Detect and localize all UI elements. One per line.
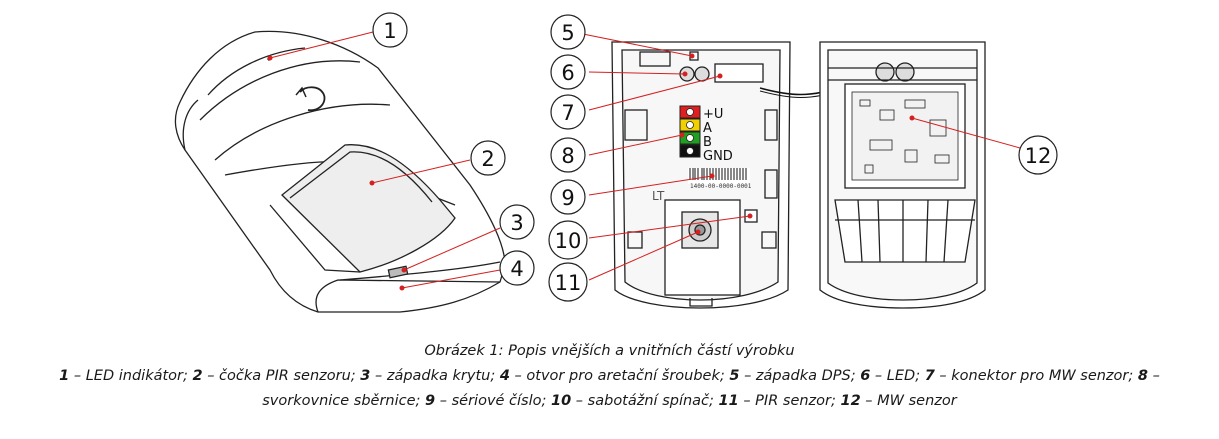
caption-item-text: – otvor pro aretační šroubek; xyxy=(509,368,730,384)
terminal-label-b: B xyxy=(703,135,712,150)
terminal-block xyxy=(679,105,701,158)
caption-item: 9 – sériové číslo; xyxy=(425,393,551,409)
caption-item-text: – konektor pro MW senzor; xyxy=(934,368,1138,384)
product-diagram: +U A B GND LT 1400-00-0000-0001 xyxy=(174,12,1058,313)
callout-8: 8 xyxy=(550,137,586,173)
caption-item-number: 5 xyxy=(729,368,740,384)
figure-caption: Obrázek 1: Popis vnějších a vnitřních čá… xyxy=(0,340,1219,414)
callout-6: 6 xyxy=(550,54,586,90)
caption-item-number: 2 xyxy=(192,368,203,384)
caption-description: 1 – LED indikátor; 2 – čočka PIR senzoru… xyxy=(30,364,1189,414)
caption-item-text: – západka DPS; xyxy=(739,368,861,384)
caption-item: 6 – LED; xyxy=(860,368,924,384)
svg-text:1: 1 xyxy=(383,19,396,43)
callout-12: 12 xyxy=(1018,135,1058,175)
caption-item-number: 1 xyxy=(59,368,70,384)
caption-item-number: 9 xyxy=(425,393,436,409)
svg-text:6: 6 xyxy=(561,61,574,85)
caption-item: 1 – LED indikátor; xyxy=(59,368,192,384)
caption-item-text: – sériové číslo; xyxy=(435,393,552,409)
callout-11: 11 xyxy=(548,262,588,302)
callout-5: 5 xyxy=(550,14,586,50)
callout-4: 4 xyxy=(499,250,535,286)
caption-item-text: – čočka PIR senzoru; xyxy=(202,368,361,384)
caption-item-number: 12 xyxy=(840,393,861,409)
detector-exterior-view xyxy=(174,30,506,313)
svg-text:10: 10 xyxy=(555,229,582,253)
callout-10: 10 xyxy=(548,220,588,260)
svg-text:7: 7 xyxy=(561,101,574,125)
svg-text:12: 12 xyxy=(1025,144,1052,168)
callouts: 1 2 3 4 5 6 7 8 9 10 11 12 xyxy=(372,12,1058,302)
caption-item-text: – západka krytu; xyxy=(370,368,500,384)
board-marking-lt: LT xyxy=(652,189,665,203)
caption-item-text: – svorkovnice sběrnice; xyxy=(262,368,1160,409)
caption-item-text: – LED indikátor; xyxy=(69,368,193,384)
caption-item-number: 11 xyxy=(718,393,739,409)
caption-item-number: 8 xyxy=(1137,368,1148,384)
callout-2: 2 xyxy=(470,140,506,176)
terminal-label-a: A xyxy=(703,121,712,136)
caption-item-text: – MW senzor xyxy=(860,393,957,409)
svg-text:2: 2 xyxy=(481,147,494,171)
caption-item-number: 10 xyxy=(551,393,572,409)
svg-text:9: 9 xyxy=(561,186,574,210)
caption-item: 4 – otvor pro aretační šroubek; xyxy=(500,368,730,384)
caption-item: 10 – sabotážní spínač; xyxy=(551,393,719,409)
cover-interior-view xyxy=(819,41,986,309)
leader-lines xyxy=(267,31,1021,291)
callout-1: 1 xyxy=(372,12,408,48)
caption-item-text: – sabotážní spínač; xyxy=(571,393,719,409)
caption-item: 7 – konektor pro MW senzor; xyxy=(925,368,1138,384)
svg-text:8: 8 xyxy=(561,144,574,168)
caption-item-number: 4 xyxy=(499,368,510,384)
terminal-label-plus-u: +U xyxy=(703,107,723,122)
caption-title: Obrázek 1: Popis vnějších a vnitřních čá… xyxy=(424,343,795,359)
caption-item-number: 3 xyxy=(360,368,371,384)
caption-item: 12 – MW senzor xyxy=(841,393,957,409)
caption-item-text: – LED; xyxy=(870,368,925,384)
caption-item: 8 – svorkovnice sběrnice; xyxy=(262,368,1160,409)
caption-item: 3 – západka krytu; xyxy=(360,368,500,384)
svg-text:3: 3 xyxy=(510,211,523,235)
callout-7: 7 xyxy=(550,94,586,130)
caption-item: 11 – PIR senzor; xyxy=(719,393,841,409)
serial-number-text: 1400-00-0000-0001 xyxy=(690,183,752,190)
caption-item-number: 6 xyxy=(860,368,871,384)
callout-9: 9 xyxy=(550,179,586,215)
terminal-label-gnd: GND xyxy=(703,149,733,164)
svg-text:5: 5 xyxy=(561,21,574,45)
caption-item: 5 – západka DPS; xyxy=(729,368,860,384)
svg-text:11: 11 xyxy=(555,271,582,295)
svg-text:4: 4 xyxy=(510,257,523,281)
caption-item-number: 7 xyxy=(924,368,935,384)
caption-item-text: – PIR senzor; xyxy=(738,393,841,409)
caption-item: 2 – čočka PIR senzoru; xyxy=(193,368,361,384)
detector-interior-view xyxy=(611,41,846,309)
callout-3: 3 xyxy=(499,204,535,240)
